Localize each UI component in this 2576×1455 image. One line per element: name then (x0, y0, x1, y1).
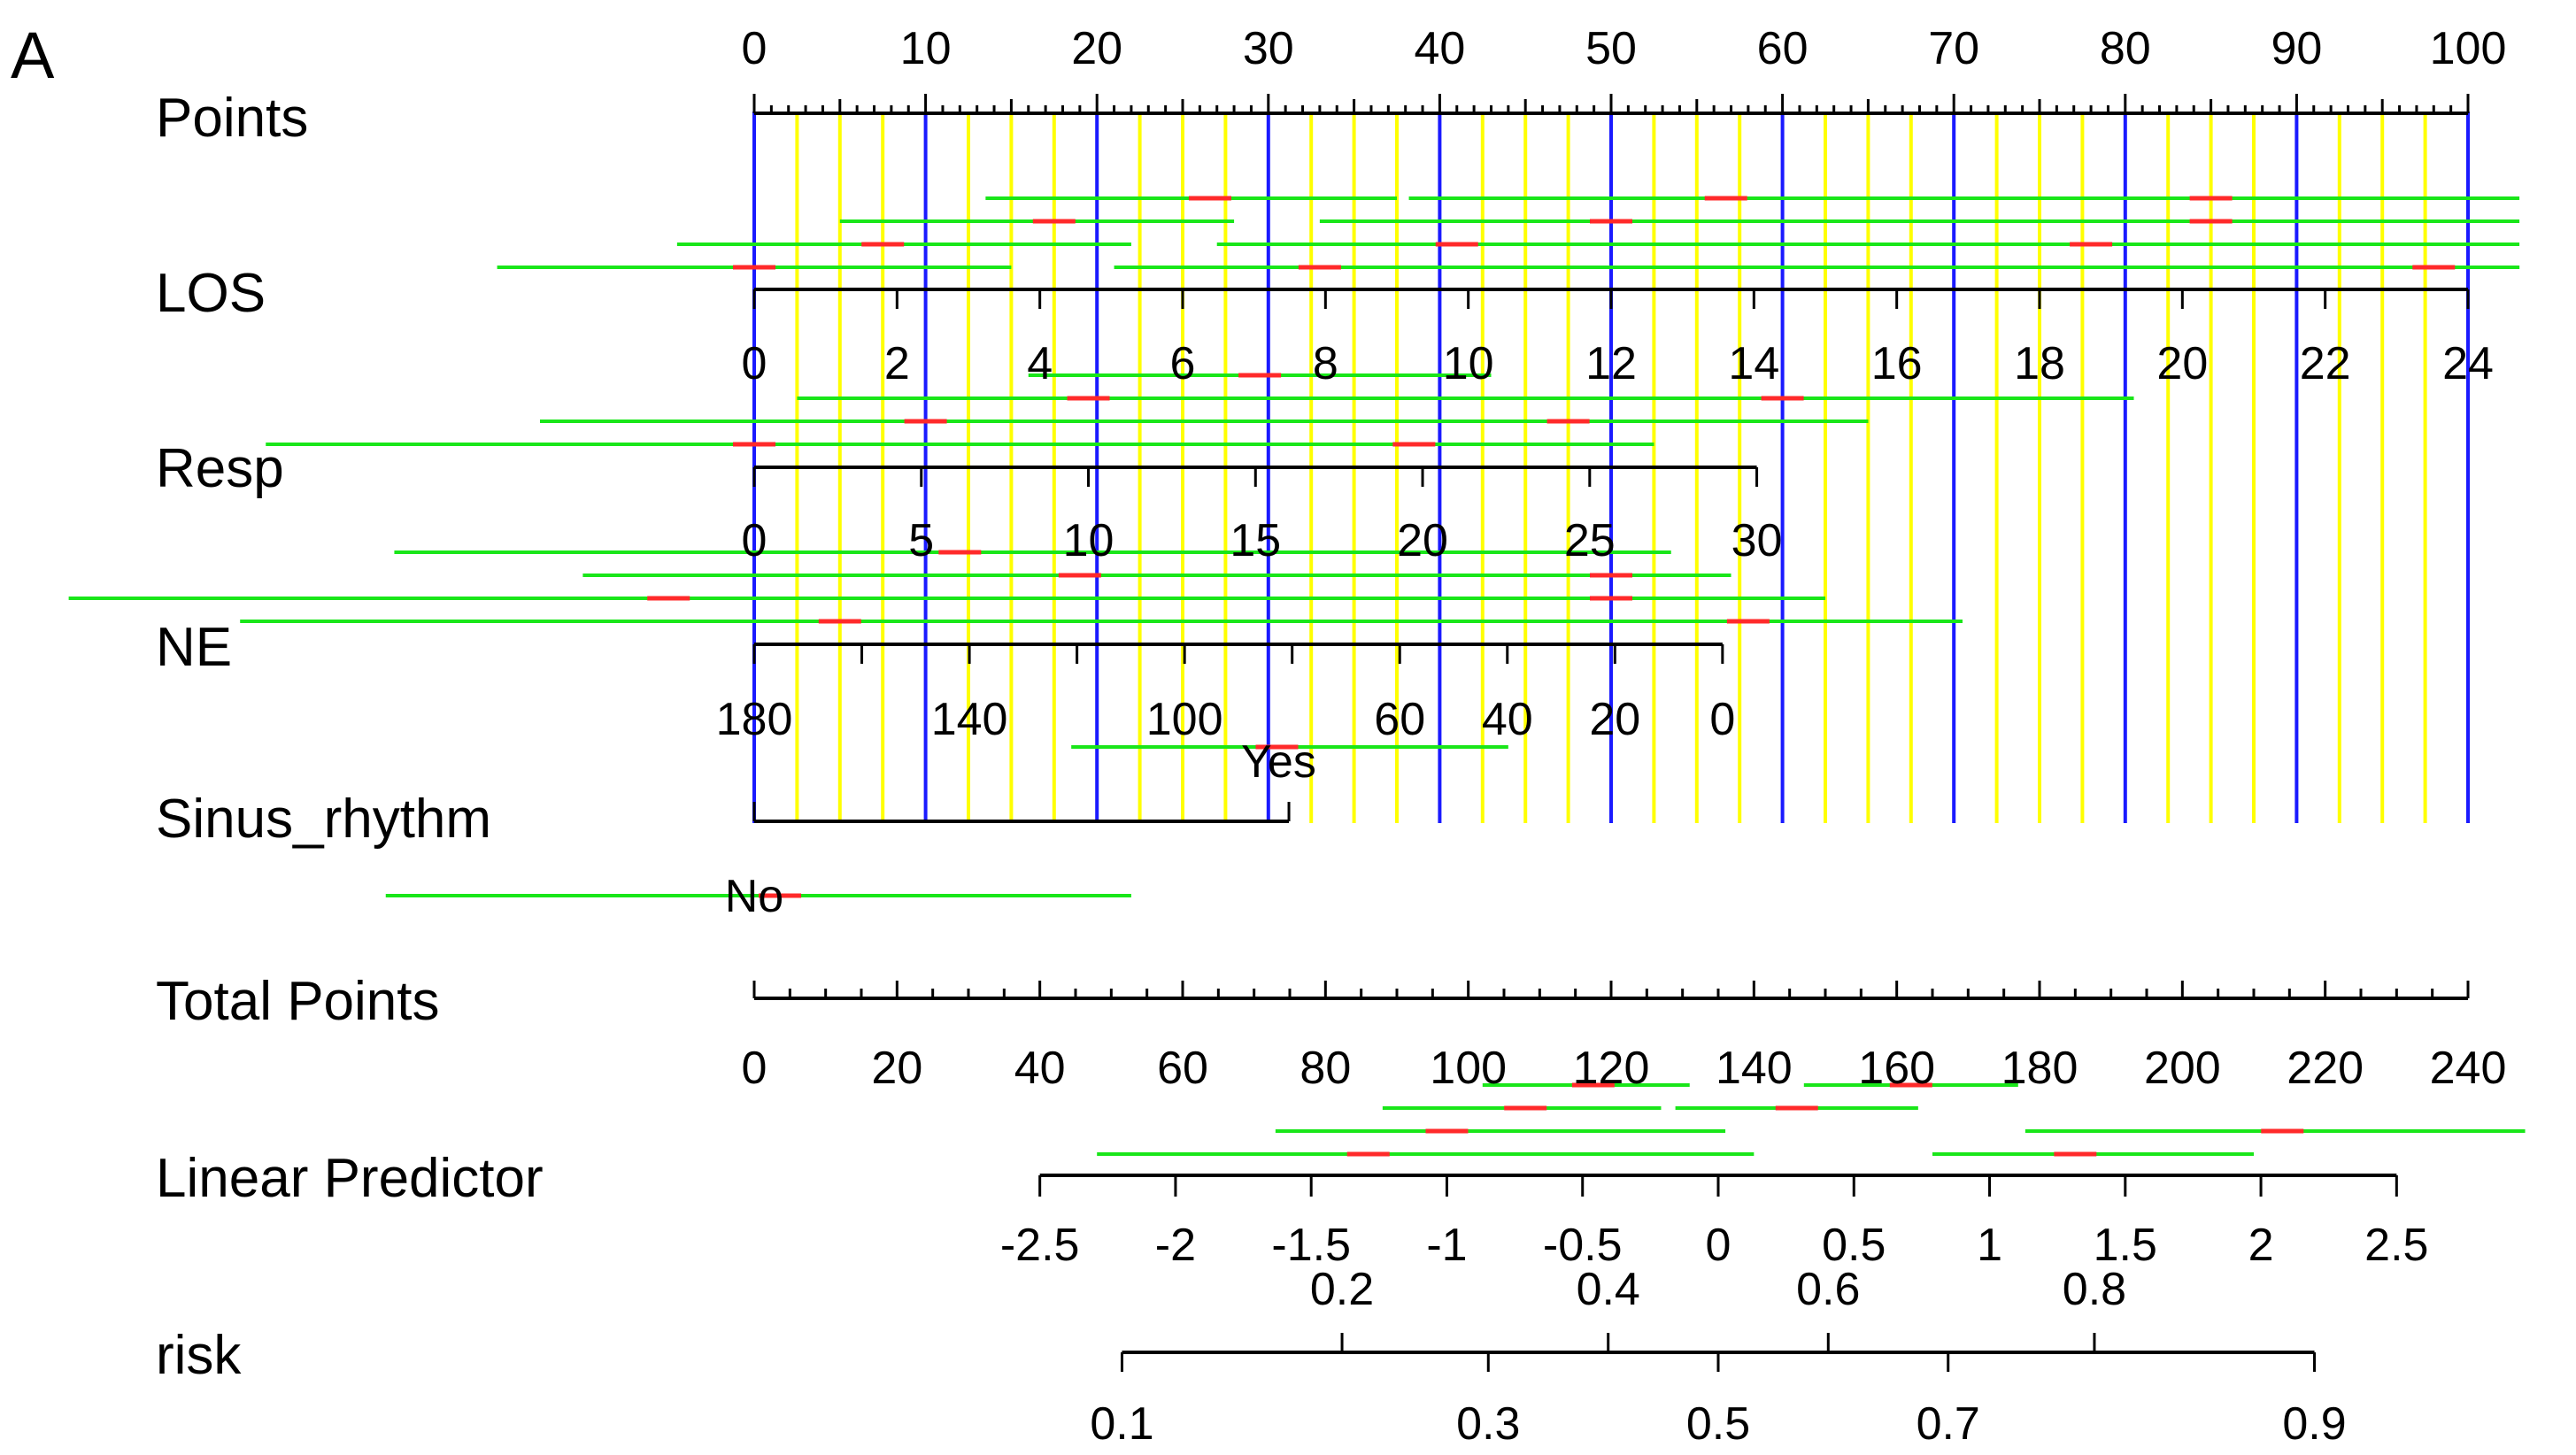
interval-bars (68, 196, 2526, 1157)
tick-label-risk-top: 0.6 (1796, 1264, 1860, 1315)
tick-label-ne: 180 (716, 694, 793, 745)
tick-label-ne: 60 (1374, 694, 1425, 745)
row-label-risk: risk (156, 1325, 242, 1386)
row-label-points: Points (156, 88, 308, 149)
tick-label-total-points: 0 (742, 1043, 767, 1094)
tick-label-total-points: 80 (1300, 1043, 1351, 1094)
tick-label-points: 20 (1071, 23, 1122, 74)
tick-label-ne: 100 (1146, 694, 1223, 745)
tick-label-total-points: 180 (2001, 1043, 2079, 1094)
tick-label-linear-predictor: -1.5 (1271, 1220, 1351, 1271)
tick-label-points: 10 (900, 23, 952, 74)
tick-label-ne: 20 (1589, 694, 1640, 745)
tick-label-total-points: 160 (1858, 1043, 1935, 1094)
axes (752, 94, 2470, 1372)
tick-label-linear-predictor: 2 (2248, 1220, 2274, 1271)
tick-label-los: 8 (1313, 338, 1338, 389)
tick-label-linear-predictor: -0.5 (1543, 1220, 1623, 1271)
tick-label-risk-top: 0.4 (1577, 1264, 1640, 1315)
tick-label-total-points: 40 (1014, 1043, 1066, 1094)
tick-label-total-points: 100 (1430, 1043, 1507, 1094)
tick-label-points: 100 (2430, 23, 2507, 74)
row-label-los: LOS (156, 263, 266, 324)
tick-label-resp: 0 (742, 515, 767, 566)
tick-label-resp: 20 (1397, 515, 1448, 566)
tick-label-points: 60 (1757, 23, 1809, 74)
tick-label-total-points: 20 (871, 1043, 922, 1094)
row-label-linear-predictor: Linear Predictor (156, 1148, 544, 1209)
tick-label-los: 24 (2442, 338, 2494, 389)
row-label-resp: Resp (156, 438, 284, 499)
tick-label-los: 4 (1027, 338, 1053, 389)
tick-label-resp: 30 (1731, 515, 1783, 566)
tick-label-risk-bottom: 0.9 (2282, 1398, 2346, 1450)
labels: A Points LOS Resp NE Sinus_rhythm Total … (11, 19, 544, 1386)
tick-label-los: 16 (1871, 338, 1923, 389)
tick-label-points: 40 (1414, 23, 1465, 74)
tick-label-linear-predictor: 2.5 (2364, 1220, 2428, 1271)
tick-label-points: 90 (2271, 23, 2322, 74)
tick-label-total-points: 140 (1716, 1043, 1793, 1094)
tick-label-points: 30 (1243, 23, 1294, 74)
tick-label-linear-predictor: 1.5 (2094, 1220, 2157, 1271)
row-label-total-points: Total Points (156, 971, 440, 1032)
row-label-ne: NE (156, 617, 232, 678)
panel-label: A (11, 19, 55, 92)
tick-label-los: 12 (1585, 338, 1637, 389)
tick-label-linear-predictor: -2 (1155, 1220, 1196, 1271)
tick-label-resp: 25 (1564, 515, 1616, 566)
tick-label-los: 10 (1443, 338, 1494, 389)
tick-label-total-points: 60 (1157, 1043, 1208, 1094)
tick-label-los: 20 (2156, 338, 2208, 389)
tick-label-linear-predictor: 0.5 (1822, 1220, 1886, 1271)
row-label-sinus-rhythm: Sinus_rhythm (156, 789, 491, 850)
tick-label-total-points: 240 (2430, 1043, 2507, 1094)
tick-label-resp: 10 (1063, 515, 1114, 566)
tick-label-linear-predictor: 1 (1977, 1220, 2002, 1271)
tick-label-los: 2 (884, 338, 910, 389)
tick-label-resp: 15 (1230, 515, 1281, 566)
tick-label-risk-bottom: 0.1 (1090, 1398, 1153, 1450)
tick-label-points: 70 (1928, 23, 1979, 74)
tick-label-ne: 140 (931, 694, 1008, 745)
tick-label-risk-top: 0.2 (1310, 1264, 1374, 1315)
tick-label-los: 0 (742, 338, 767, 389)
tick-label-points: 0 (742, 23, 767, 74)
tick-label-risk-top: 0.8 (2063, 1264, 2126, 1315)
tick-label-linear-predictor: -1 (1426, 1220, 1467, 1271)
tick-label-los: 18 (2014, 338, 2065, 389)
tick-label-ne: 40 (1482, 694, 1533, 745)
tick-label-los: 22 (2300, 338, 2351, 389)
tick-label-sinus-rhythm-no: No (725, 871, 783, 922)
tick-label-risk-bottom: 0.3 (1456, 1398, 1520, 1450)
tick-label-total-points: 220 (2287, 1043, 2364, 1094)
tick-label-sinus-rhythm-yes: Yes (1241, 736, 1316, 788)
tick-label-linear-predictor: -2.5 (1000, 1220, 1080, 1271)
tick-label-points: 50 (1585, 23, 1637, 74)
tick-label-linear-predictor: 0 (1706, 1220, 1731, 1271)
tick-label-resp: 5 (908, 515, 934, 566)
tick-label-total-points: 200 (2144, 1043, 2221, 1094)
tick-label-los: 14 (1728, 338, 1779, 389)
tick-label-los: 6 (1170, 338, 1196, 389)
tick-label-points: 80 (2100, 23, 2151, 74)
tick-label-ne: 0 (1709, 694, 1735, 745)
tick-label-risk-bottom: 0.7 (1917, 1398, 1980, 1450)
tick-label-total-points: 120 (1573, 1043, 1650, 1094)
tick-label-risk-bottom: 0.5 (1686, 1398, 1750, 1450)
